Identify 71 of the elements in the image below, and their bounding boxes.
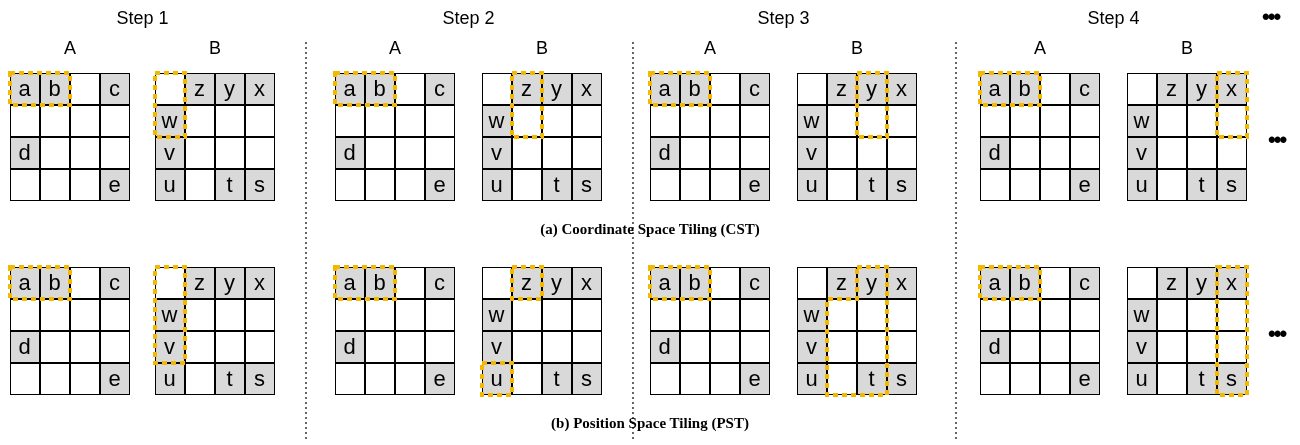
matrix-cell: d <box>979 330 1010 363</box>
step-heading: Step 4 <box>1087 8 1140 29</box>
matrix-label: A <box>64 38 76 59</box>
matrix-cell: v <box>481 136 512 169</box>
matrix-cell: d <box>649 330 680 363</box>
matrix-cell: x <box>244 72 275 105</box>
matrix-label: B <box>536 38 548 59</box>
matrix-cell: c <box>1069 266 1100 299</box>
matrix-cell: y <box>214 266 245 299</box>
step-heading: Step 1 <box>116 8 169 29</box>
matrix-cell: w <box>1126 298 1157 331</box>
matrix-label: B <box>209 38 221 59</box>
ellipsis: ••• <box>1262 4 1280 30</box>
matrix-label: B <box>1181 38 1193 59</box>
matrix-cell: u <box>154 362 185 395</box>
matrix-cell: w <box>1126 104 1157 137</box>
step-heading: Step 2 <box>442 8 495 29</box>
matrix-label: A <box>704 38 716 59</box>
matrix-cell: x <box>886 72 917 105</box>
matrix-cell: z <box>826 72 857 105</box>
matrix-cell: z <box>1156 72 1187 105</box>
matrix-cell: v <box>481 330 512 363</box>
panel-caption: (b) Position Space Tiling (PST) <box>551 415 749 432</box>
matrix-cell: d <box>9 330 40 363</box>
matrix-cell: w <box>796 104 827 137</box>
matrix-cell: y <box>1186 266 1217 299</box>
matrix-cell: v <box>796 330 827 363</box>
matrix-label: A <box>1034 38 1046 59</box>
ellipsis: ••• <box>1268 127 1286 153</box>
panel-caption: (a) Coordinate Space Tiling (CST) <box>540 221 760 238</box>
matrix-cell: c <box>739 72 770 105</box>
matrix-cell: y <box>541 266 572 299</box>
matrix-cell: d <box>9 136 40 169</box>
matrix-cell: w <box>481 104 512 137</box>
matrix-cell: c <box>424 72 455 105</box>
matrix-cell: w <box>481 298 512 331</box>
matrix-cell: x <box>571 72 602 105</box>
matrix-cell: u <box>1126 168 1157 201</box>
matrix-cell: d <box>334 330 365 363</box>
matrix-cell: z <box>826 266 857 299</box>
matrix-cell: y <box>214 72 245 105</box>
matrix-cell: y <box>1186 72 1217 105</box>
matrix-label: B <box>851 38 863 59</box>
matrix-cell: v <box>1126 136 1157 169</box>
matrix-cell: d <box>334 136 365 169</box>
matrix-label: A <box>389 38 401 59</box>
matrix-cell: v <box>154 136 185 169</box>
step-heading: Step 3 <box>757 8 810 29</box>
matrix-cell: c <box>739 266 770 299</box>
matrix-cell: v <box>1126 330 1157 363</box>
matrix-cell: c <box>99 266 130 299</box>
matrix-cell: x <box>571 266 602 299</box>
matrix-cell: d <box>979 136 1010 169</box>
matrix-cell: y <box>541 72 572 105</box>
matrix-cell: u <box>154 168 185 201</box>
matrix-cell: w <box>796 298 827 331</box>
matrix-cell: c <box>1069 72 1100 105</box>
matrix-cell: d <box>649 136 680 169</box>
matrix-cell: x <box>886 266 917 299</box>
matrix-cell: z <box>1156 266 1187 299</box>
matrix-cell: u <box>481 168 512 201</box>
matrix-cell: z <box>184 72 215 105</box>
matrix-cell: z <box>184 266 215 299</box>
matrix-cell: c <box>424 266 455 299</box>
matrix-cell: x <box>244 266 275 299</box>
matrix-cell: u <box>796 168 827 201</box>
ellipsis: ••• <box>1268 321 1286 347</box>
matrix-cell: u <box>796 362 827 395</box>
matrix-cell: c <box>99 72 130 105</box>
matrix-cell: u <box>1126 362 1157 395</box>
matrix-cell: v <box>796 136 827 169</box>
